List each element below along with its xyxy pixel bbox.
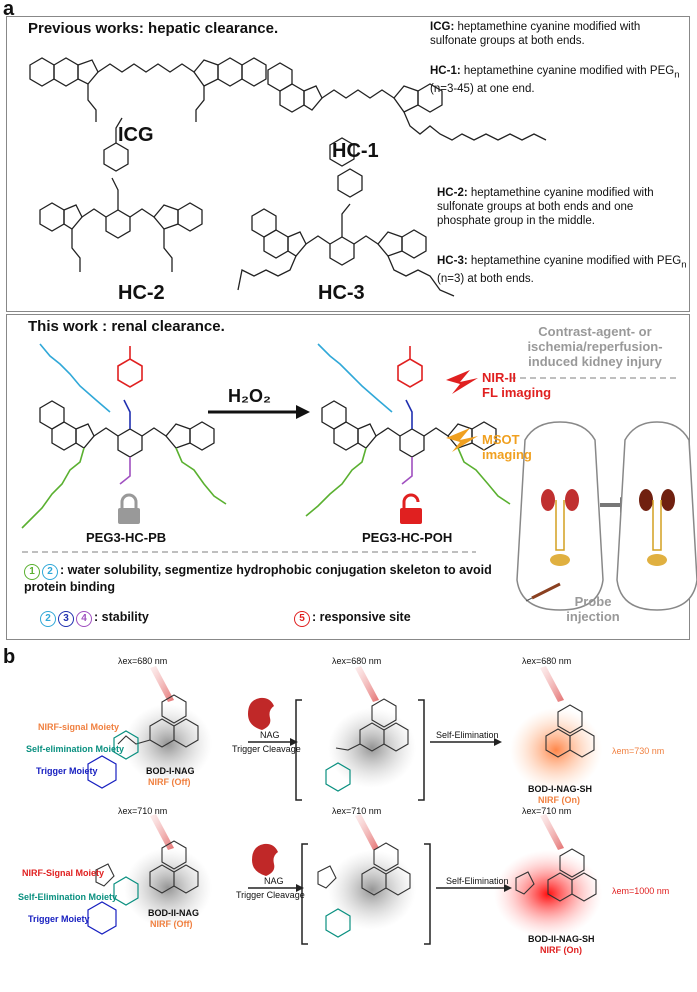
lock-closed-icon — [118, 493, 140, 524]
hc1-description: HC-1: heptamethine cyanine modified with… — [430, 65, 680, 96]
label-icg: ICG — [118, 124, 154, 146]
hc2-description: HC-2: heptamethine cyanine modified with… — [437, 187, 654, 227]
row2-cleavage: Trigger Cleavage — [236, 890, 305, 900]
nir-ii-label: NIR-II FL imaging — [482, 370, 552, 400]
row2-excitation-1: λex=710 nm — [118, 806, 168, 816]
label-hc3: HC-3 — [318, 282, 365, 304]
row1-cleavage: Trigger Cleavage — [232, 744, 301, 754]
row2-probe-name: BOD-II-NAG — [148, 908, 199, 918]
syringe-icon — [525, 582, 561, 602]
label-hc1: HC-1 — [332, 140, 379, 162]
panel-a-letter: a — [3, 0, 15, 20]
row1-emission: λem=730 nm — [612, 746, 665, 756]
previous-works-header: Previous works: hepatic clearance. — [28, 20, 279, 37]
previous-works-box — [6, 16, 690, 312]
row2-signal-moiety: NIRF-Signal Moiety — [22, 868, 105, 878]
msot-label: MSOT imaging — [482, 432, 532, 462]
hc3-description: HC-3: heptamethine cyanine modified with… — [437, 255, 687, 286]
row2-excitation-3: λex=710 nm — [522, 806, 572, 816]
row2-product-state: NIRF (On) — [540, 945, 582, 955]
mouse-before-illustration — [516, 421, 604, 611]
mouse-after-illustration — [616, 421, 697, 611]
kidney-icon — [252, 843, 278, 876]
row1-signal-moiety: NIRF-signal Moiety — [38, 722, 120, 732]
reagent-h2o2: H₂O₂ — [228, 386, 271, 406]
probe-poh-label: PEG3-HC-POH — [362, 530, 453, 545]
row1-excitation-1: λex=680 nm — [118, 656, 168, 666]
row1-self-elimination-moiety: Self-elimination Moiety — [26, 744, 125, 754]
row2-emission: λem=1000 nm — [612, 886, 670, 896]
row2-probe-state: NIRF (Off) — [150, 919, 193, 929]
this-work-header: This work : renal clearance. — [28, 318, 225, 335]
icg-description: ICG: heptamethine cyanine modified with … — [430, 21, 641, 47]
panel-b-letter: b — [3, 646, 16, 668]
row1-excitation-2: λex=680 nm — [332, 656, 382, 666]
row2-self-elimination-moiety: Self-Elimination Moiety — [18, 892, 118, 902]
row1-self-elimination: Self-Elimination — [436, 730, 499, 740]
row2-excitation-2: λex=710 nm — [332, 806, 382, 816]
row2-product-name: BOD-II-NAG-SH — [528, 934, 595, 944]
legend-responsive-site: 5: responsive site — [294, 610, 411, 627]
row2-enzyme: NAG — [264, 876, 284, 886]
probe-pb-label: PEG3-HC-PB — [86, 530, 167, 545]
row1-product-state: NIRF (On) — [538, 795, 580, 805]
row2-self-elimination: Self-Elimination — [446, 876, 509, 886]
row1-excitation-3: λex=680 nm — [522, 656, 572, 666]
row1-product-name: BOD-I-NAG-SH — [528, 784, 592, 794]
kidney-icon — [248, 697, 274, 730]
row1-trigger-moiety: Trigger Moiety — [36, 766, 98, 776]
injection-label: Probe injection — [566, 594, 620, 624]
injury-title: Contrast-agent- or ischemia/reperfusion-… — [527, 324, 663, 369]
row1-probe-state: NIRF (Off) — [148, 777, 191, 787]
row1-enzyme: NAG — [260, 730, 280, 740]
label-hc2: HC-2 — [118, 282, 165, 304]
row2-trigger-moiety: Trigger Moiety — [28, 914, 90, 924]
lock-open-icon — [400, 493, 422, 524]
row1-probe-name: BOD-I-NAG — [146, 766, 195, 776]
